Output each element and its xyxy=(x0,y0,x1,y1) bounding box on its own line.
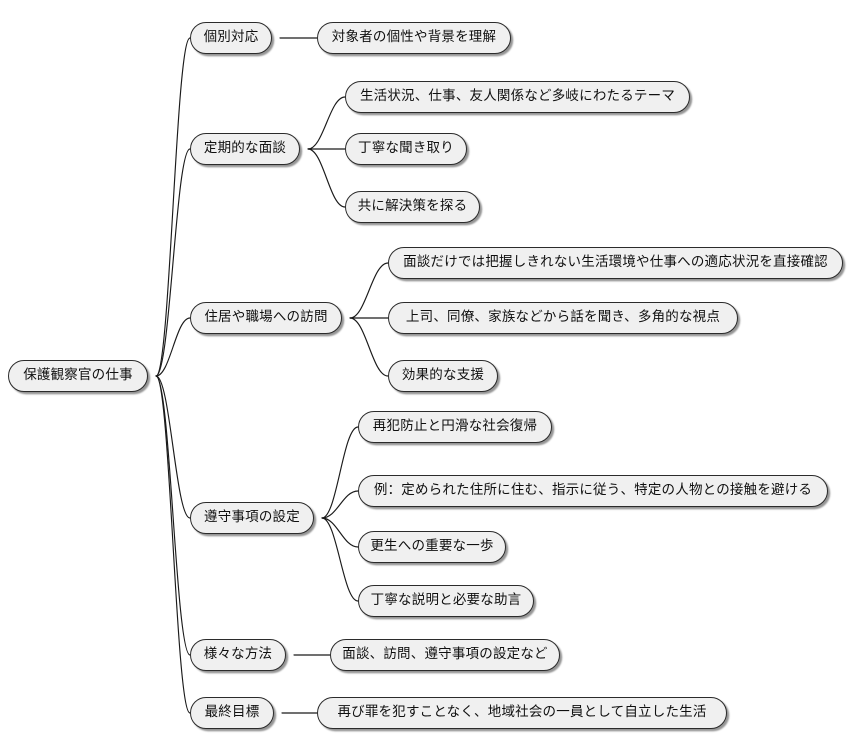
node-label: 対象者の個性や背景を理解 xyxy=(331,29,497,46)
leaf-node-visit-2[interactable]: 上司、同僚、家族などから話を聞き、多角的な視点 xyxy=(388,302,738,334)
leaf-node-rules-1[interactable]: 再犯防止と円滑な社会復帰 xyxy=(358,411,552,443)
node-label: 再び罪を犯すことなく、地域社会の一員として自立した生活 xyxy=(337,704,707,721)
leaf-node-goal-1[interactable]: 再び罪を犯すことなく、地域社会の一員として自立した生活 xyxy=(317,697,727,729)
edge xyxy=(155,148,191,377)
branch-node-goal[interactable]: 最終目標 xyxy=(190,697,274,729)
branch-node-individual[interactable]: 個別対応 xyxy=(190,22,272,54)
edge xyxy=(155,37,191,377)
branch-node-methods[interactable]: 様々な方法 xyxy=(190,639,286,671)
node-label: 定期的な面談 xyxy=(203,140,287,157)
node-label: 遵守事項の設定 xyxy=(204,509,300,526)
node-label: 更生への重要な一歩 xyxy=(370,538,494,555)
leaf-node-rules-2[interactable]: 例：定められた住所に住む、指示に従う、特定の人物との接触を避ける xyxy=(358,475,828,507)
leaf-node-methods-1[interactable]: 面談、訪問、遵守事項の設定など xyxy=(330,639,560,671)
node-label: 様々な方法 xyxy=(203,646,273,663)
edge xyxy=(321,517,359,602)
leaf-node-interview-2[interactable]: 丁寧な聞き取り xyxy=(345,133,467,165)
edge xyxy=(321,490,359,519)
node-label: 例：定められた住所に住む、指示に従う、特定の人物との接触を避ける xyxy=(373,482,813,499)
leaf-node-rules-3[interactable]: 更生への重要な一歩 xyxy=(358,531,506,563)
node-label: 最終目標 xyxy=(204,704,260,721)
leaf-node-visit-3[interactable]: 効果的な支援 xyxy=(388,360,498,392)
edge xyxy=(349,262,389,319)
leaf-node-visit-1[interactable]: 面談だけでは把握しきれない生活環境や仕事への適応状況を直接確認 xyxy=(388,247,843,279)
leaf-node-interview-3[interactable]: 共に解決策を探る xyxy=(345,191,480,223)
edge xyxy=(349,317,389,377)
leaf-node-individual-1[interactable]: 対象者の個性や背景を理解 xyxy=(317,22,511,54)
node-label: 個別対応 xyxy=(203,29,259,46)
leaf-node-rules-4[interactable]: 丁寧な説明と必要な助言 xyxy=(358,585,534,617)
edge xyxy=(155,375,191,656)
node-label: 保護観察官の仕事 xyxy=(23,367,133,384)
node-label: 面談だけでは把握しきれない生活環境や仕事への適応状況を直接確認 xyxy=(403,254,828,271)
node-label: 面談、訪問、遵守事項の設定など xyxy=(342,646,548,663)
node-label: 丁寧な説明と必要な助言 xyxy=(370,592,522,609)
edge xyxy=(155,375,191,714)
branch-node-interview[interactable]: 定期的な面談 xyxy=(190,133,300,165)
edge xyxy=(307,148,346,208)
node-label: 住居や職場への訪問 xyxy=(204,309,328,326)
node-label: 生活状況、仕事、友人関係など多岐にわたるテーマ xyxy=(359,88,676,105)
node-label: 共に解決策を探る xyxy=(357,198,468,215)
edge xyxy=(155,317,191,377)
node-label: 再犯防止と円滑な社会復帰 xyxy=(372,418,538,435)
root-node[interactable]: 保護観察官の仕事 xyxy=(8,360,148,392)
edge xyxy=(321,517,359,548)
node-label: 上司、同僚、家族などから話を聞き、多角的な視点 xyxy=(405,309,721,326)
edge xyxy=(155,375,191,519)
node-label: 効果的な支援 xyxy=(401,367,485,384)
branch-node-visit[interactable]: 住居や職場への訪問 xyxy=(190,302,342,334)
edge xyxy=(321,426,359,519)
leaf-node-interview-1[interactable]: 生活状況、仕事、友人関係など多岐にわたるテーマ xyxy=(345,81,690,113)
branch-node-rules[interactable]: 遵守事項の設定 xyxy=(190,502,314,534)
edge xyxy=(307,96,346,150)
node-label: 丁寧な聞き取り xyxy=(358,140,454,157)
